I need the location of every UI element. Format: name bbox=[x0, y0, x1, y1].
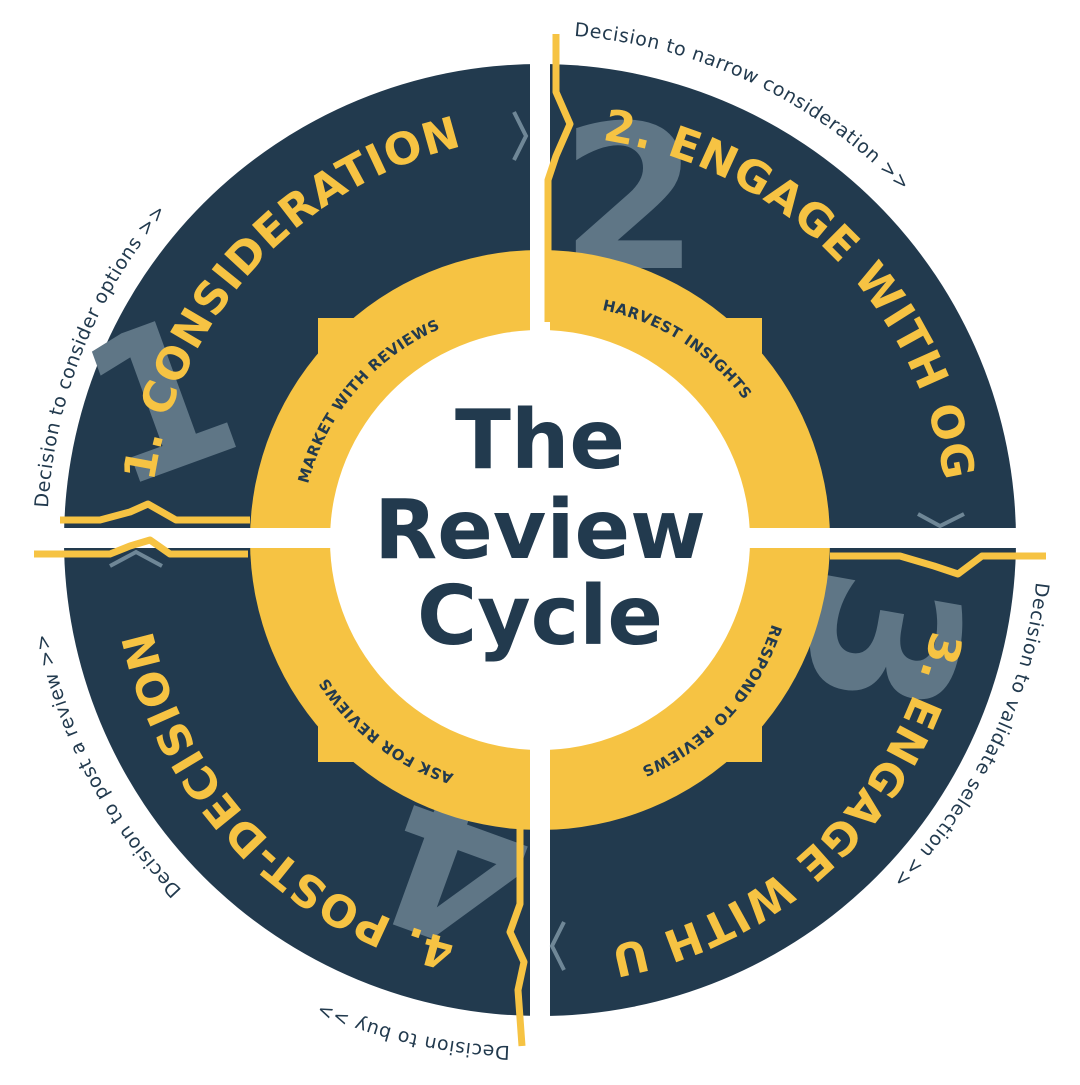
center-title-line-1: The bbox=[455, 393, 625, 488]
divider-right bbox=[830, 552, 1046, 578]
center-title-line-3: Cycle bbox=[417, 569, 663, 664]
chevron-up-icon bbox=[109, 549, 163, 568]
chevron-down-icon bbox=[917, 512, 965, 529]
center-title-line-2: Review bbox=[374, 483, 706, 578]
divider-bottom bbox=[506, 760, 528, 1047]
divider-left bbox=[60, 500, 250, 524]
divider-left-lower bbox=[34, 536, 248, 558]
chevron-left-icon bbox=[549, 921, 566, 971]
divider-top bbox=[544, 34, 574, 322]
chevron-right-icon bbox=[512, 111, 529, 161]
separator-horizontal bbox=[56, 528, 1024, 548]
